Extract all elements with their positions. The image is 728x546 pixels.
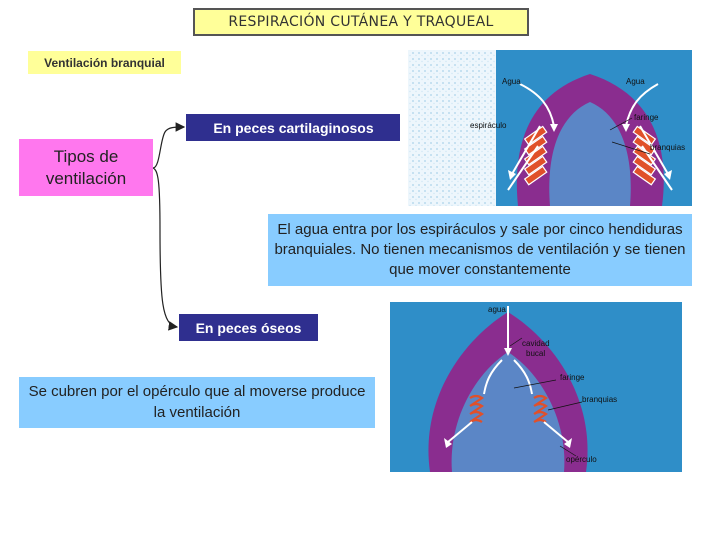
section-label: Ventilación branquial bbox=[28, 51, 181, 74]
label-gills-cart: branquias bbox=[650, 143, 685, 152]
label-mouth-cavity-2: bucal bbox=[526, 349, 545, 358]
label-pharynx-bony: faringe bbox=[560, 373, 585, 382]
label-water-bony: agua bbox=[488, 305, 506, 314]
page-title: RESPIRACIÓN CUTÁNEA Y TRAQUEAL bbox=[193, 8, 529, 36]
connector-to-cartilaginous bbox=[152, 122, 186, 169]
cartilaginous-gill-illustration: Agua Agua espiráculo faringe branquias bbox=[400, 46, 692, 206]
cartilaginous-fish-label: En peces cartilaginosos bbox=[186, 114, 401, 141]
ventilation-types-box: Tipos de ventilación bbox=[19, 139, 153, 196]
connector-to-bony bbox=[152, 167, 179, 331]
label-water-left: Agua bbox=[502, 77, 521, 86]
cartilaginous-description: El agua entra por los espiráculos y sale… bbox=[268, 214, 692, 286]
label-pharynx-cart: faringe bbox=[634, 113, 659, 122]
bony-gill-illustration: agua cavidad bucal faringe branquias opé… bbox=[390, 302, 682, 472]
label-operculum: opérculo bbox=[566, 455, 597, 464]
label-gills-bony: branquias bbox=[582, 395, 617, 404]
label-water-right: Agua bbox=[626, 77, 645, 86]
label-spiracle: espiráculo bbox=[470, 121, 507, 130]
bony-fish-label: En peces óseos bbox=[179, 314, 318, 341]
label-mouth-cavity-1: cavidad bbox=[522, 339, 550, 348]
bony-description: Se cubren por el opérculo que al moverse… bbox=[19, 377, 375, 428]
